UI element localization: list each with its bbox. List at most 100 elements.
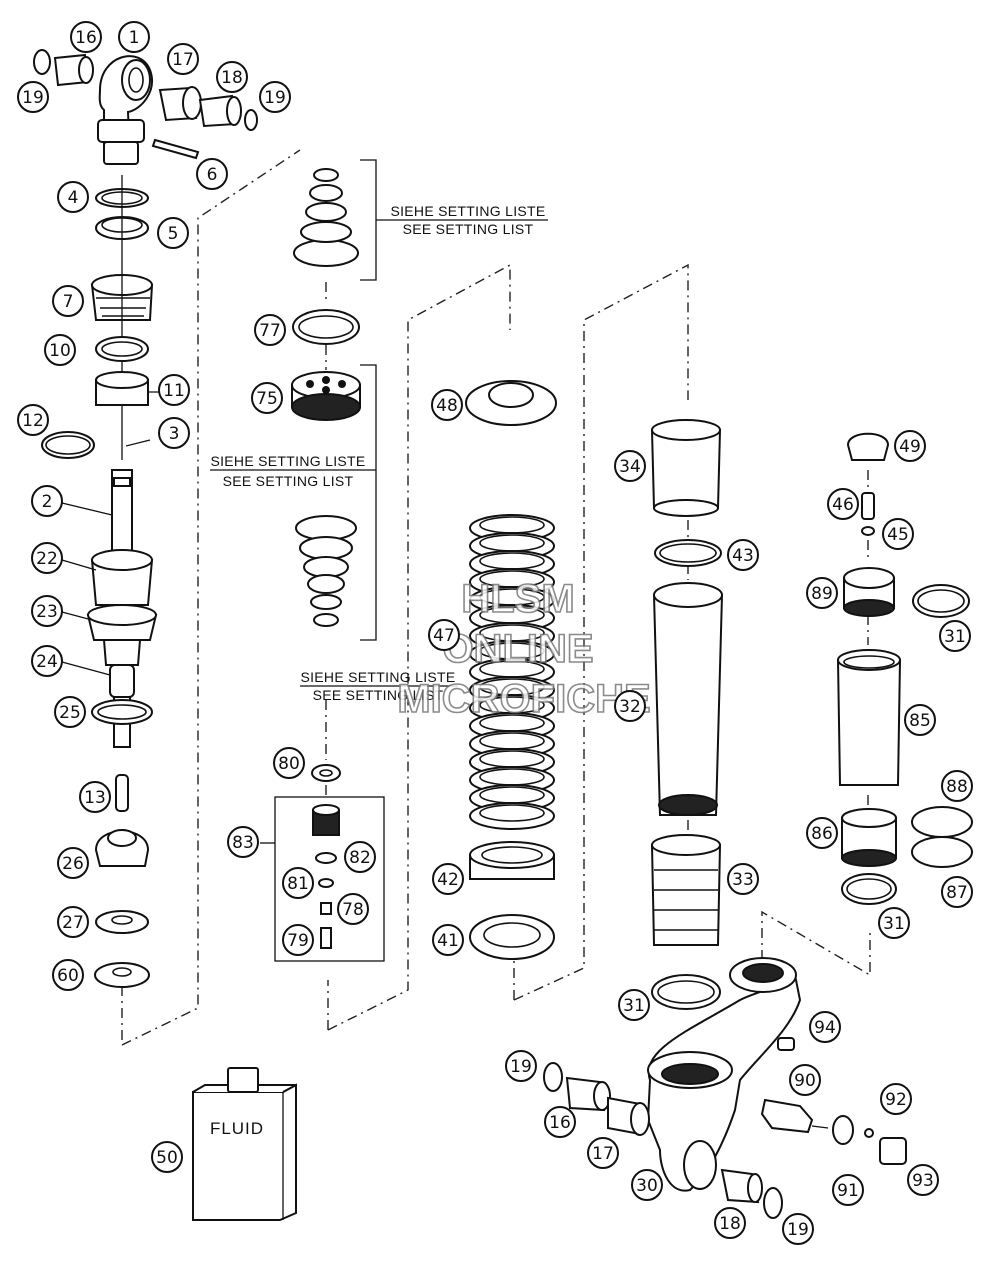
callout-3: 3 (158, 417, 190, 449)
callout-82: 82 (344, 841, 376, 873)
callout-24: 24 (31, 645, 63, 677)
svg-text:11: 11 (163, 381, 185, 401)
svg-text:42: 42 (437, 870, 459, 890)
callout-47: 47 (428, 619, 460, 651)
callout-19: 19 (259, 81, 291, 113)
ring-10 (95, 336, 149, 362)
ring-88 (911, 806, 973, 838)
fluid-container-50: FLUID (192, 1067, 297, 1221)
callout-88: 88 (941, 770, 973, 802)
svg-text:75: 75 (256, 389, 278, 409)
svg-text:46: 46 (832, 495, 854, 515)
svg-text:23: 23 (36, 602, 58, 622)
svg-text:45: 45 (887, 525, 909, 545)
svg-text:5: 5 (168, 224, 179, 244)
svg-text:83: 83 (232, 833, 254, 853)
callout-30: 30 (631, 1169, 663, 1201)
callout-80: 80 (273, 747, 305, 779)
callout-77: 77 (254, 314, 286, 346)
callout-31: 31 (618, 989, 650, 1021)
callout-13: 13 (79, 781, 111, 813)
svg-text:18: 18 (221, 68, 243, 88)
callout-78: 78 (337, 893, 369, 925)
svg-text:31: 31 (623, 996, 645, 1016)
callout-92: 92 (880, 1083, 912, 1115)
note-top-de: SIEHE SETTING LISTE (390, 203, 545, 219)
svg-text:17: 17 (592, 1144, 614, 1164)
callout-25: 25 (54, 696, 86, 728)
watermark-line-1: HLSM (461, 577, 574, 621)
svg-text:43: 43 (732, 546, 754, 566)
setting-notes: SIEHE SETTING LISTE SEE SETTING LIST SIE… (210, 203, 545, 703)
svg-text:1: 1 (129, 28, 140, 48)
callout-19: 19 (782, 1213, 814, 1245)
callout-12: 12 (17, 404, 49, 436)
callout-6: 6 (196, 158, 228, 190)
note-lower-de: SIEHE SETTING LISTE (300, 669, 455, 685)
note-middle-en: SEE SETTING LIST (223, 473, 354, 489)
callout-83: 83 (227, 826, 259, 858)
svg-text:4: 4 (68, 188, 79, 208)
pin-6 (151, 138, 200, 160)
callout-11: 11 (158, 374, 190, 406)
svg-text:85: 85 (909, 711, 931, 731)
lower-eye-30 (646, 971, 802, 1192)
svg-text:91: 91 (837, 1181, 859, 1201)
o-ring-25 (91, 699, 153, 725)
callout-2: 2 (31, 485, 63, 517)
callout-48: 48 (431, 389, 463, 421)
svg-text:31: 31 (883, 914, 905, 934)
o-ring-45 (861, 526, 875, 536)
callout-85: 85 (904, 704, 936, 736)
svg-text:82: 82 (349, 848, 371, 868)
svg-text:47: 47 (433, 626, 455, 646)
callout-10: 10 (44, 334, 76, 366)
svg-text:16: 16 (549, 1113, 571, 1133)
svg-text:34: 34 (619, 457, 641, 477)
callout-60: 60 (52, 959, 84, 991)
svg-text:86: 86 (811, 824, 833, 844)
valve-46 (861, 492, 875, 520)
shim-stacks (291, 168, 361, 949)
svg-text:19: 19 (510, 1057, 532, 1077)
washer-60 (94, 962, 150, 988)
watermark: HLSM ONLINE MICROFICHE (397, 576, 652, 722)
svg-text:94: 94 (814, 1018, 836, 1038)
washer-91 (832, 1115, 854, 1145)
callout-81: 81 (282, 867, 314, 899)
callout-23: 23 (31, 595, 63, 627)
callout-93: 93 (907, 1164, 939, 1196)
callout-34: 34 (614, 450, 646, 482)
callout-17: 17 (167, 43, 199, 75)
svg-text:50: 50 (156, 1148, 178, 1168)
callout-18: 18 (714, 1207, 746, 1239)
callout-31: 31 (878, 907, 910, 939)
callout-50: 50 (151, 1141, 183, 1173)
callout-1: 1 (118, 21, 150, 53)
callout-43: 43 (727, 539, 759, 571)
svg-text:89: 89 (811, 584, 833, 604)
svg-text:18: 18 (719, 1214, 741, 1234)
body-column (650, 419, 724, 1010)
callout-22: 22 (31, 542, 63, 574)
spring-coil (469, 802, 555, 830)
ring-87 (911, 836, 973, 868)
svg-text:13: 13 (84, 788, 106, 808)
callout-75: 75 (251, 382, 283, 414)
svg-text:81: 81 (287, 874, 309, 894)
svg-text:87: 87 (946, 883, 968, 903)
ring-77 (292, 309, 360, 345)
part-79 (320, 927, 332, 949)
spring-column (465, 380, 557, 960)
note-top-en: SEE SETTING LIST (403, 221, 534, 237)
reservoir-column (836, 432, 973, 905)
svg-text:27: 27 (62, 913, 84, 933)
o-ring-19-bottom-left (543, 1062, 563, 1092)
adjuster-ring-34 (650, 429, 722, 509)
callout-41: 41 (432, 924, 464, 956)
svg-text:12: 12 (22, 411, 44, 431)
washer-27 (95, 910, 149, 934)
svg-text:78: 78 (342, 900, 364, 920)
callout-27: 27 (57, 906, 89, 938)
